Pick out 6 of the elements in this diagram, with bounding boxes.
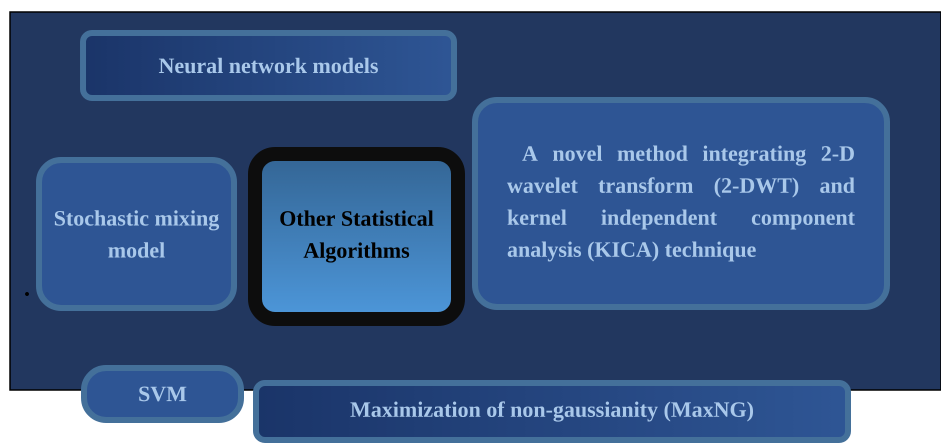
rounded-box: A novel method integrating 2-D wavelet transform (2-DWT) and kernel independent component analysis (KICA) technique (472, 97, 890, 310)
rounded-box: SVM (81, 365, 244, 423)
highlighted-box: Other Statistical Algorithms (248, 147, 465, 326)
label-box: Maximization of non-gaussianity (MaxNG) (253, 380, 851, 443)
rounded-box: Stochastic mixing model (36, 157, 237, 311)
label-box: Neural network models (80, 30, 457, 101)
